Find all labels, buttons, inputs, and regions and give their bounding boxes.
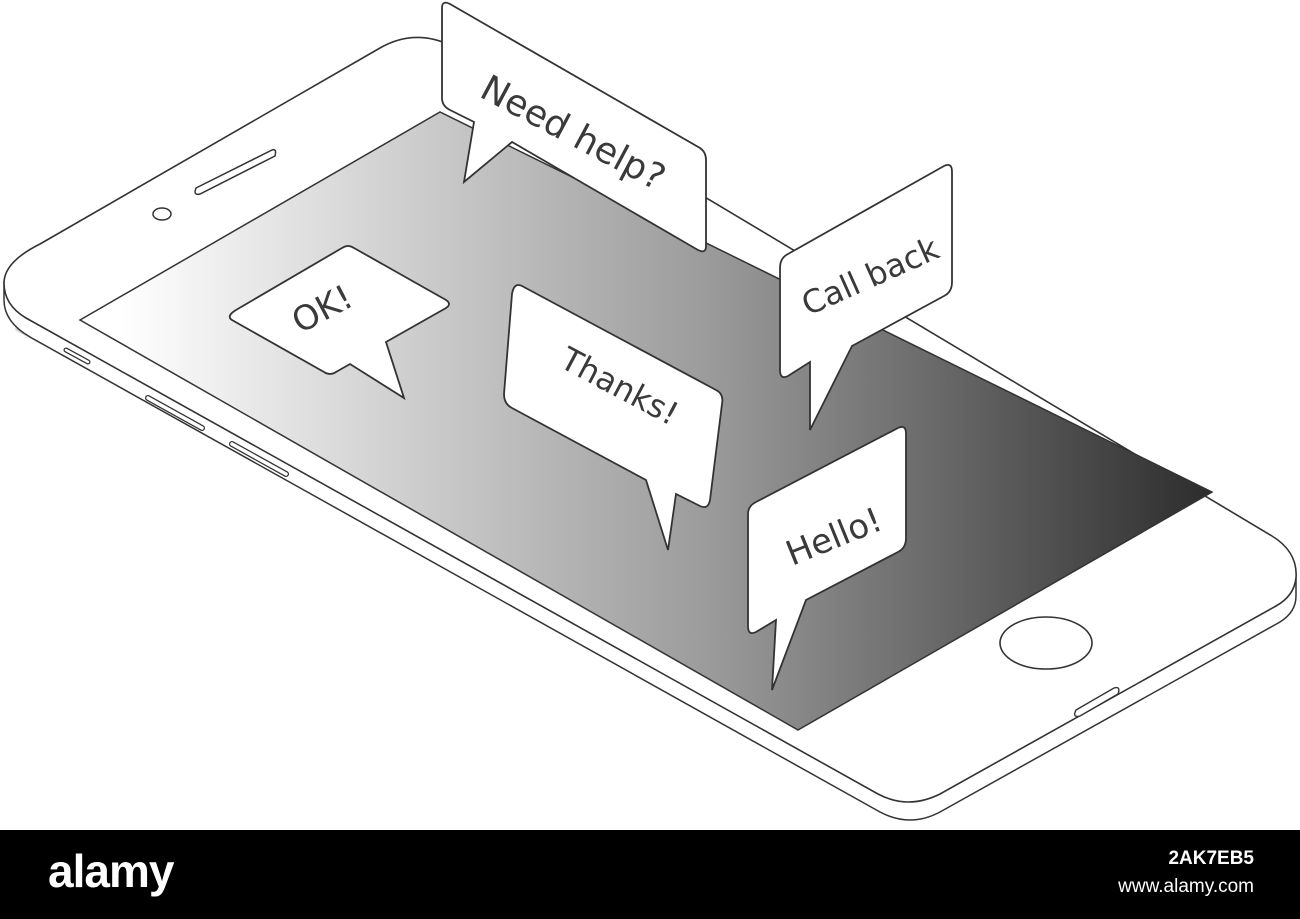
- footer-bar: alamy 2AK7EB5 www.alamy.com: [0, 830, 1300, 919]
- bubble-thanks: Thanks!: [503, 284, 724, 551]
- image-id: 2AK7EB5: [1168, 848, 1254, 869]
- site-url: www.alamy.com: [1118, 876, 1254, 897]
- front-camera: [152, 207, 172, 221]
- bubble-hello: Hello!: [747, 425, 907, 691]
- bubble-ok: OK!: [228, 245, 450, 401]
- mute-switch-inner: [64, 348, 90, 364]
- charging-port: [1073, 686, 1120, 718]
- volume-down-button-inner: [230, 442, 288, 476]
- volume-up-button-inner: [146, 396, 204, 430]
- speaker-slot: [194, 148, 277, 196]
- home-button[interactable]: [999, 616, 1093, 670]
- phone-illustration: Need help? Call back OK! Thanks! Hello!: [3, 1, 1297, 821]
- bubble-call-back: Call back: [779, 163, 953, 431]
- brand-logo: alamy: [48, 845, 174, 897]
